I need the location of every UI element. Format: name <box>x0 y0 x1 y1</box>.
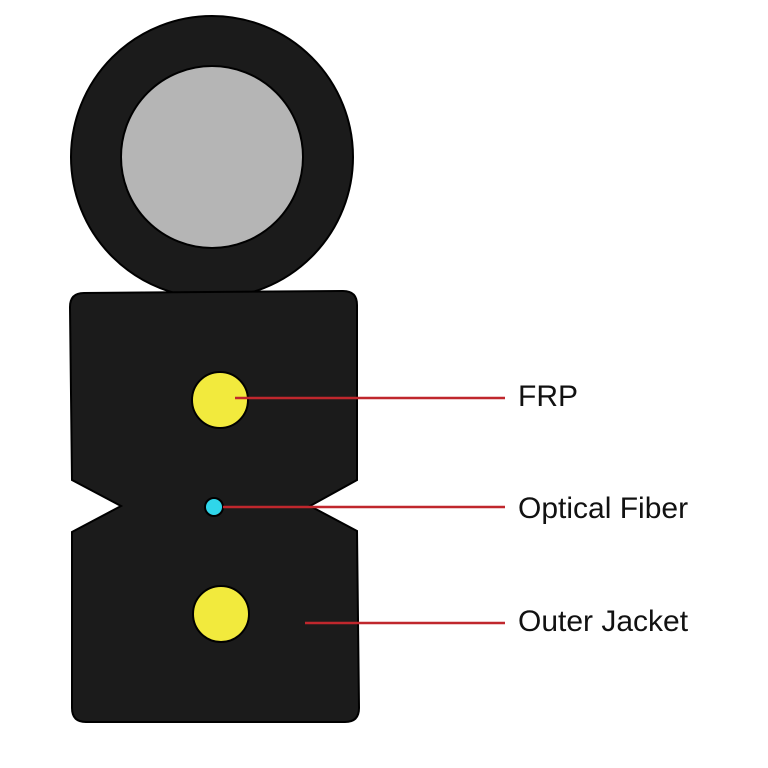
label-outer-jacket: Outer Jacket <box>518 605 689 638</box>
messenger-core <box>120 65 304 249</box>
optical-fiber <box>204 497 224 517</box>
label-optical-fiber: Optical Fiber <box>518 492 689 525</box>
label-frp: FRP <box>518 380 578 413</box>
frp-top <box>191 371 249 429</box>
frp-bottom <box>192 585 250 643</box>
